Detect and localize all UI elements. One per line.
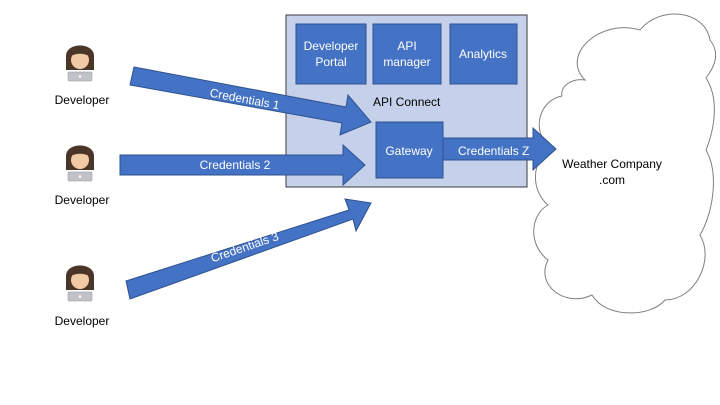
api-manager-box: API manager xyxy=(372,23,442,85)
weather-company-line1: Weather Company xyxy=(562,157,662,171)
api-manager-line2: manager xyxy=(383,55,430,69)
weather-company-line2: .com xyxy=(599,173,625,187)
developer-portal-box: Developer Portal xyxy=(295,23,367,85)
credentials-3-arrow: Credentials 3 xyxy=(125,198,372,300)
credentials-2-label: Credentials 2 xyxy=(200,158,271,172)
credentials-2-arrow: Credentials 2 xyxy=(119,143,366,187)
analytics-label: Analytics xyxy=(459,47,507,61)
gateway-box: Gateway xyxy=(375,121,444,179)
credentials-z-label: Credentials Z xyxy=(458,144,529,158)
developer-portal-line2: Portal xyxy=(315,55,346,69)
developer-portal-line1: Developer xyxy=(304,39,359,53)
developer-label-3: Developer xyxy=(55,314,110,328)
credentials-z-arrow: Credentials Z xyxy=(442,126,557,172)
developer-label-2: Developer xyxy=(55,193,110,207)
api-connect-title: API Connect xyxy=(373,95,441,109)
gateway-label: Gateway xyxy=(385,144,432,158)
api-manager-line1: API xyxy=(397,39,416,53)
developer-avatar-3 xyxy=(66,265,94,302)
developer-avatar-1 xyxy=(66,45,94,82)
developer-avatar-2 xyxy=(66,145,94,182)
developer-label-1: Developer xyxy=(55,93,110,107)
analytics-box: Analytics xyxy=(449,23,518,85)
